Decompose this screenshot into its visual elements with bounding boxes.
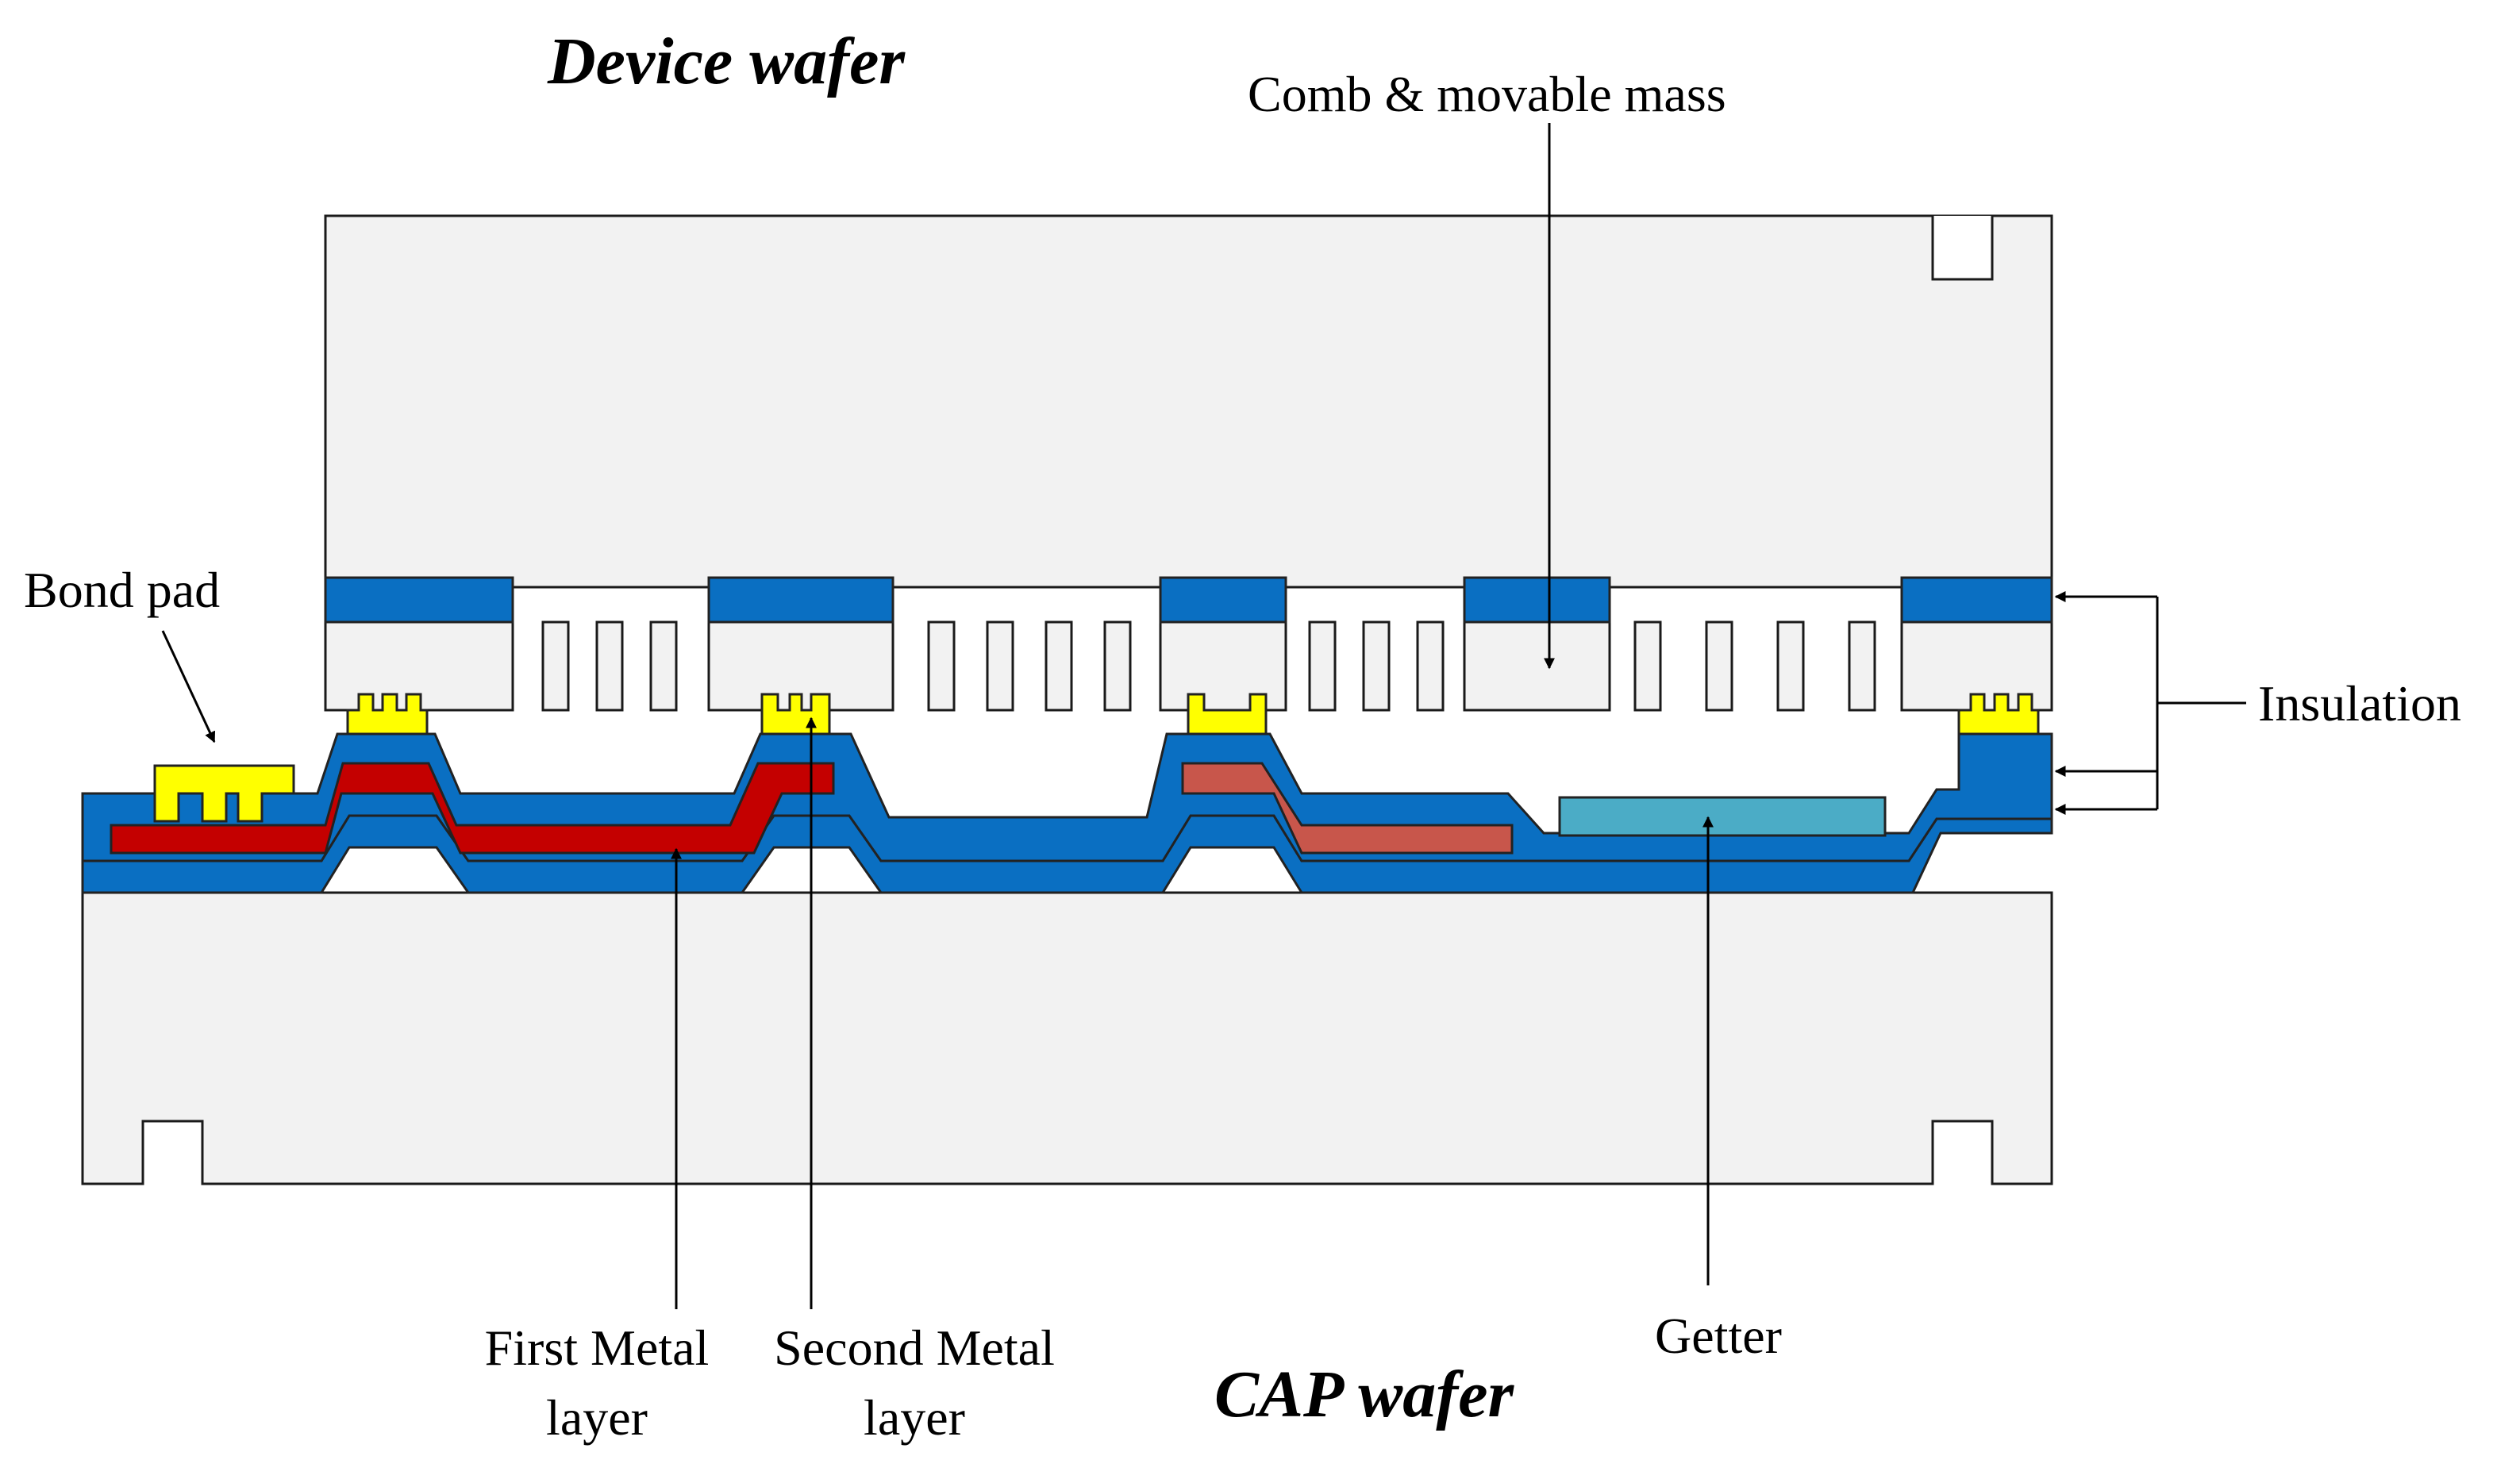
second-metal-layer xyxy=(1181,762,1514,855)
leader-lines xyxy=(161,123,2246,1309)
bond-pad-arrow xyxy=(161,630,216,743)
comb-fingers xyxy=(541,620,1876,712)
cap-wafer xyxy=(81,732,2053,1185)
first-metal-label-line2: layer xyxy=(546,1389,648,1446)
comb-label: Comb & movable mass xyxy=(1248,66,1726,122)
getter-label: Getter xyxy=(1655,1308,1782,1364)
insulation-strip xyxy=(707,576,895,624)
bond-pad-label: Bond pad xyxy=(24,562,220,618)
cap-wafer-title: CAP wafer xyxy=(1214,1358,1515,1431)
device-wafer-title: Device wafer xyxy=(547,25,906,98)
cap-wafer-body xyxy=(81,891,2053,1185)
insulation-strip xyxy=(1463,576,1611,624)
first-metal-label-line1: First Metal xyxy=(485,1320,710,1376)
bond-bumps xyxy=(346,693,2040,762)
insulation-strip xyxy=(324,576,514,624)
first-metal-layer xyxy=(110,762,835,855)
second-metal-label-line1: Second Metal xyxy=(774,1320,1055,1376)
insulation-label: Insulation xyxy=(2258,675,2461,732)
device-wafer-notch xyxy=(1931,216,1994,281)
insulation-strip xyxy=(1900,576,2053,624)
second-metal-label-line2: layer xyxy=(864,1389,965,1446)
device-wafer xyxy=(324,214,2053,762)
insulation-strip xyxy=(1159,576,1287,624)
getter xyxy=(1558,796,1887,837)
bond-pad xyxy=(153,764,295,823)
